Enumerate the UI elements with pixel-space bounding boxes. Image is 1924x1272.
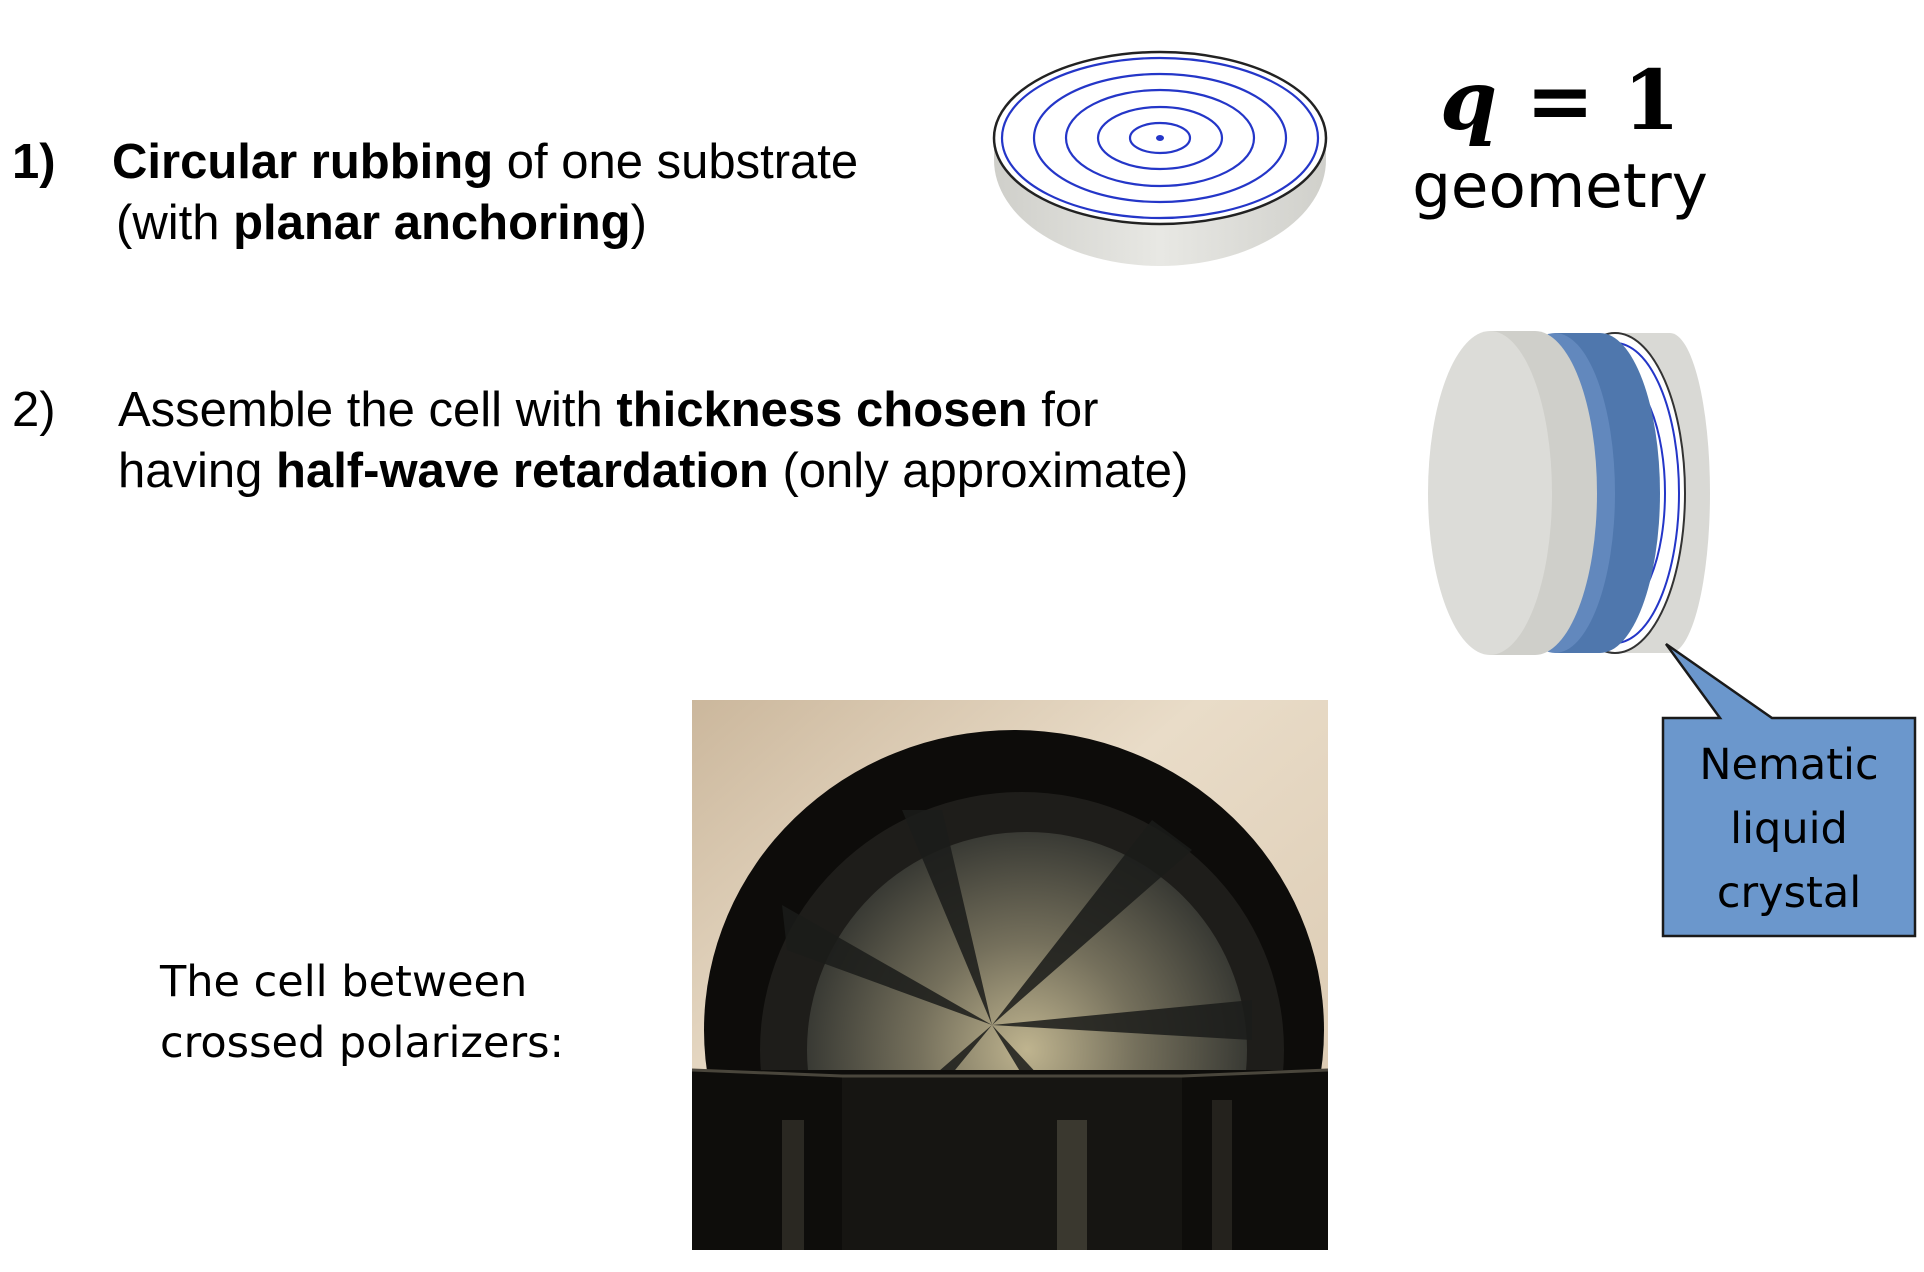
step-1-line-2-post: )	[630, 196, 647, 250]
callout-line-3: crystal	[1716, 868, 1862, 918]
callout-pointer	[1661, 642, 1917, 938]
holder-post-right	[1212, 1100, 1232, 1250]
assembled-cell-illustration	[1428, 331, 1710, 655]
geometry-label: geometry	[1412, 151, 1708, 222]
crossed-polarizers-photo	[692, 700, 1328, 1250]
equals-sign: =	[1497, 53, 1624, 149]
thickness-chosen-label: thickness chosen	[616, 383, 1028, 437]
holder-post-mid	[1057, 1120, 1087, 1250]
holder-edge	[692, 1068, 1328, 1078]
circular-rubbing-label: Circular rubbing	[112, 135, 494, 189]
rubbing-rings	[1000, 56, 1320, 220]
rubbed-substrate-illustration	[992, 50, 1328, 266]
caption-line-2: crossed polarizers:	[160, 1018, 565, 1068]
holder-block	[842, 1076, 1182, 1250]
callout-line-2: liquid	[1730, 804, 1848, 854]
front-substrate-face	[1428, 331, 1552, 655]
holder-post-left	[782, 1120, 804, 1250]
q-value: 1	[1623, 53, 1681, 149]
step-2-line-1-post: for	[1027, 383, 1099, 437]
caption-line-1: The cell between	[160, 957, 528, 1007]
step-1-number: 1)	[12, 135, 56, 189]
step-2-line-2-pre: having	[118, 444, 277, 498]
callout-label: Nematic liquid crystal	[1663, 733, 1915, 925]
step-1-line-2-pre: (with	[116, 196, 234, 250]
step-2: 2) Assemble the cell with thickness chose…	[12, 380, 1188, 502]
half-wave-retardation-label: half-wave retardation	[276, 444, 769, 498]
step-2-line-2-post: (only approximate)	[768, 444, 1189, 498]
step-2-line-1-pre: Assemble the cell with	[118, 383, 617, 437]
callout-shape	[1661, 642, 1917, 938]
q-equals-one: q = 1	[1380, 58, 1740, 144]
step-1: 1) Circular rubbing of one substrate (wit…	[12, 132, 858, 254]
q-symbol: q	[1439, 53, 1498, 149]
planar-anchoring-label: planar anchoring	[233, 196, 631, 250]
photo-caption: The cell between crossed polarizers:	[160, 952, 564, 1074]
step-2-number: 2)	[12, 383, 56, 437]
callout-line-1: Nematic	[1699, 740, 1879, 790]
step-1-line-1-rest: of one substrate	[493, 135, 859, 189]
center-dot	[1156, 135, 1164, 141]
